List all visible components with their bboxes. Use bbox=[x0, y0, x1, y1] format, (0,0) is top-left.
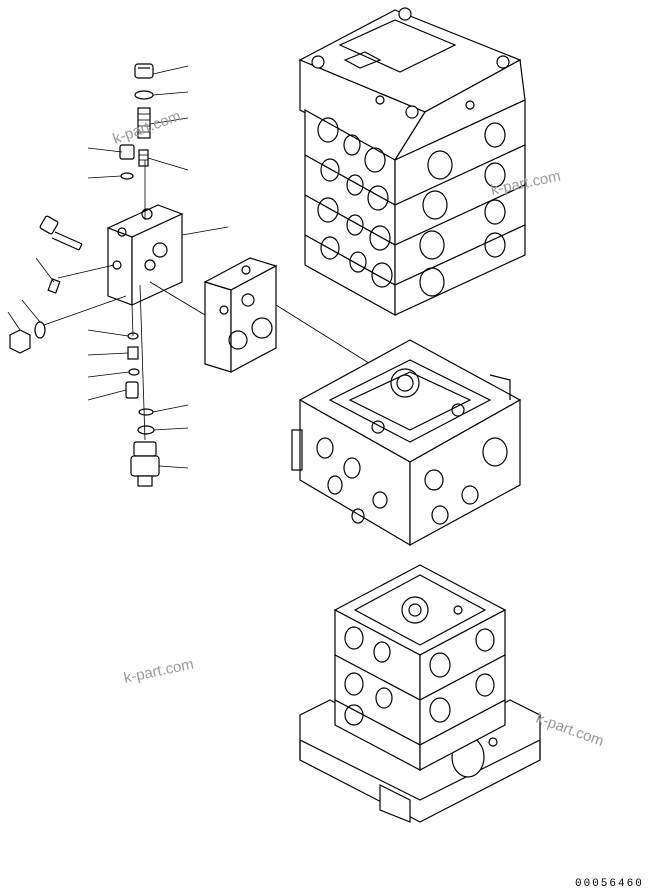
valve-section-block bbox=[291, 339, 522, 547]
drawing-code: 00056460 bbox=[575, 878, 644, 890]
callout-leader-lines bbox=[7, 65, 381, 469]
watermark-3: k-part.com bbox=[122, 656, 195, 687]
exploded-components bbox=[9, 63, 278, 487]
watermark-4: k-part.com bbox=[534, 710, 606, 750]
control-valve-stack-assembly bbox=[298, 7, 526, 317]
valve-stack-on-base bbox=[299, 564, 541, 823]
